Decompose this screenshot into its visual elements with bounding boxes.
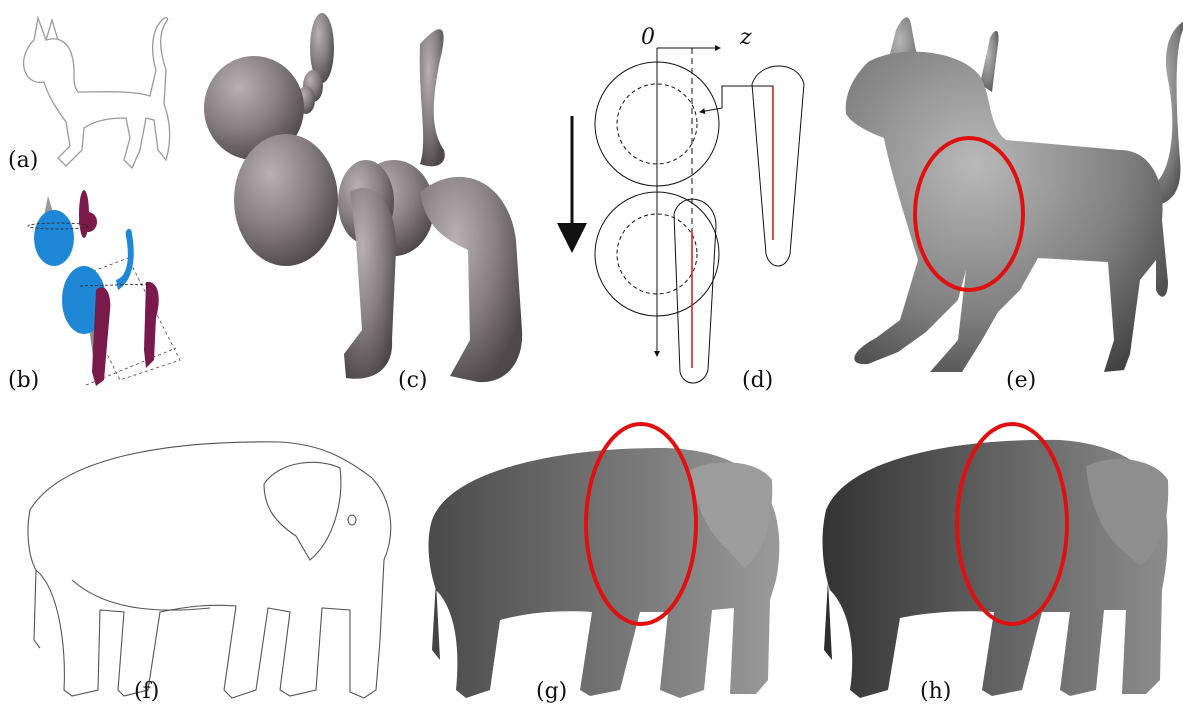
cat-sketch <box>24 18 170 168</box>
label-g: (g) <box>536 679 567 704</box>
cat-smooth-model <box>846 17 1183 372</box>
elephant-model-g <box>429 424 780 698</box>
axis-origin: 0 <box>641 25 655 50</box>
axis-z-label: z <box>739 25 752 50</box>
label-b: (b) <box>8 368 39 393</box>
label-h: (h) <box>920 679 951 704</box>
label-d: (d) <box>742 368 773 393</box>
label-e: (e) <box>1006 368 1036 393</box>
cat-blob-model <box>204 13 522 382</box>
cat-primitives <box>28 190 180 386</box>
label-c: (c) <box>398 368 428 393</box>
label-a: (a) <box>8 148 38 173</box>
offset-diagram <box>572 48 804 383</box>
elephant-sketch <box>28 442 391 698</box>
elephant-model-h <box>823 424 1169 698</box>
label-f: (f) <box>134 679 159 704</box>
